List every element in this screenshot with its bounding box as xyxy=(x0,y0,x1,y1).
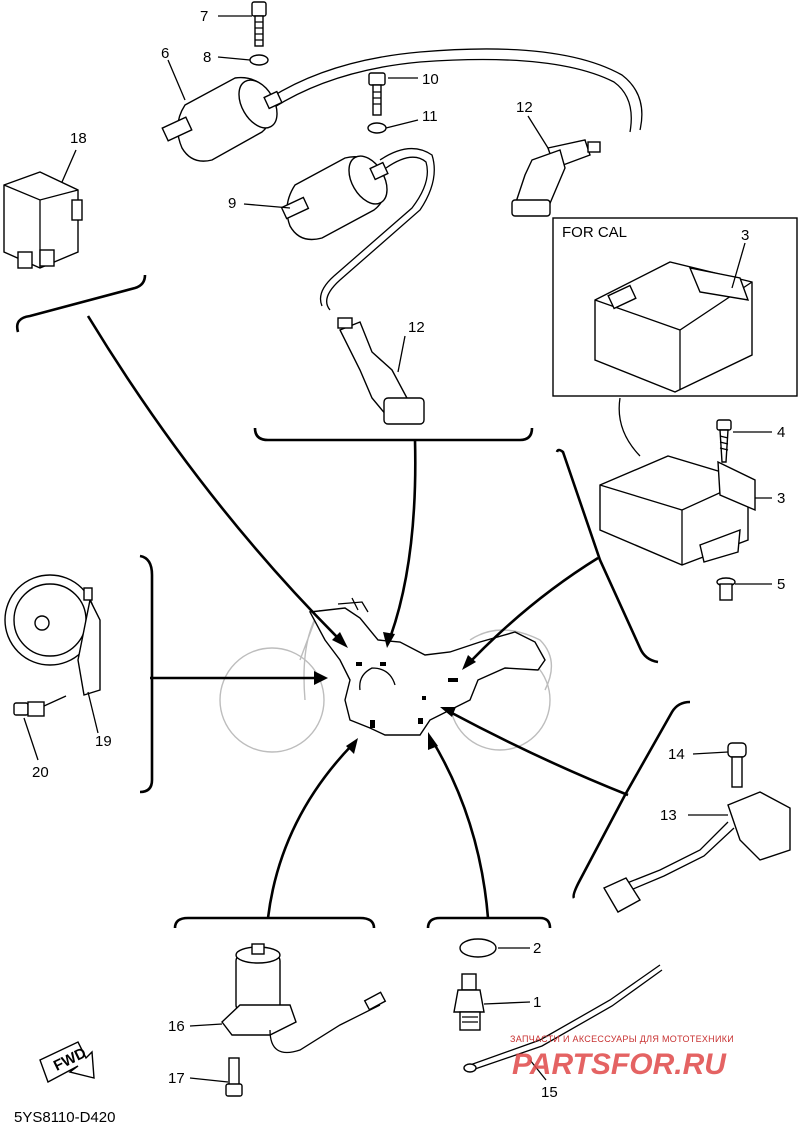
callout-3: 3 xyxy=(777,490,785,507)
figure-code: 5YS8110-D420 xyxy=(14,1109,115,1126)
callout-11: 11 xyxy=(422,108,438,125)
callout-6: 6 xyxy=(161,45,169,62)
callout-10: 10 xyxy=(422,71,439,88)
callout-19: 19 xyxy=(95,733,112,750)
callout-labels: 7 8 6 10 11 12 18 9 12 3 4 3 5 19 20 14 … xyxy=(32,8,785,1101)
motorcycle-silhouette xyxy=(219,597,553,753)
callout-7: 7 xyxy=(200,8,208,25)
cdi-unit-3 xyxy=(599,455,756,566)
callout-12-top: 12 xyxy=(516,99,533,116)
callout-2: 2 xyxy=(533,940,541,957)
callout-17: 17 xyxy=(168,1070,185,1087)
screw-4 xyxy=(716,419,732,463)
callout-15: 15 xyxy=(541,1084,558,1101)
bolt-20 xyxy=(13,695,67,717)
bolt-7 xyxy=(251,1,267,47)
fwd-arrow-icon: FWD xyxy=(39,1041,95,1083)
washer-8 xyxy=(249,54,269,66)
sensor-13 xyxy=(603,791,791,913)
gasket-2 xyxy=(459,938,497,958)
spark-plug-cap-12a xyxy=(511,139,601,217)
washer-11 xyxy=(367,122,387,134)
callout-12-middle: 12 xyxy=(408,319,425,336)
ignition-coil-9 xyxy=(280,155,389,241)
watermark-tagline: ЗАПЧАСТИ И АКСЕССУАРЫ ДЛЯ МОТОТЕХНИКИ xyxy=(510,1034,734,1044)
callout-18: 18 xyxy=(70,130,87,147)
callout-20: 20 xyxy=(32,764,49,781)
ignition-coil-6 xyxy=(161,76,283,162)
callout-5: 5 xyxy=(777,576,785,593)
group-brackets xyxy=(15,274,691,929)
callout-9: 9 xyxy=(228,195,236,212)
relay-18 xyxy=(3,171,83,269)
horn-19 xyxy=(4,574,101,696)
callout-3-inset: 3 xyxy=(741,227,749,244)
bolt-10 xyxy=(368,72,386,116)
callout-leaders xyxy=(23,15,772,1083)
sensor-16 xyxy=(221,943,387,1054)
callout-8: 8 xyxy=(203,49,211,66)
spark-plug-cap-12b xyxy=(337,317,425,425)
callout-1: 1 xyxy=(533,994,541,1011)
callout-16: 16 xyxy=(168,1018,185,1035)
bolt-17 xyxy=(225,1057,243,1097)
inset-title: FOR CAL xyxy=(562,224,627,241)
leader-arrows xyxy=(86,315,629,919)
callout-4: 4 xyxy=(777,424,785,441)
ignition-cables xyxy=(269,48,643,311)
bolt-14 xyxy=(727,742,747,788)
lead-wire-15 xyxy=(463,964,663,1073)
grommet-5 xyxy=(716,577,736,601)
switch-1 xyxy=(453,973,485,1031)
callout-14: 14 xyxy=(668,746,685,763)
for-cal-inset xyxy=(552,217,798,457)
callout-13: 13 xyxy=(660,807,677,824)
watermark-brand: PARTSFOR.RU xyxy=(512,1048,727,1081)
